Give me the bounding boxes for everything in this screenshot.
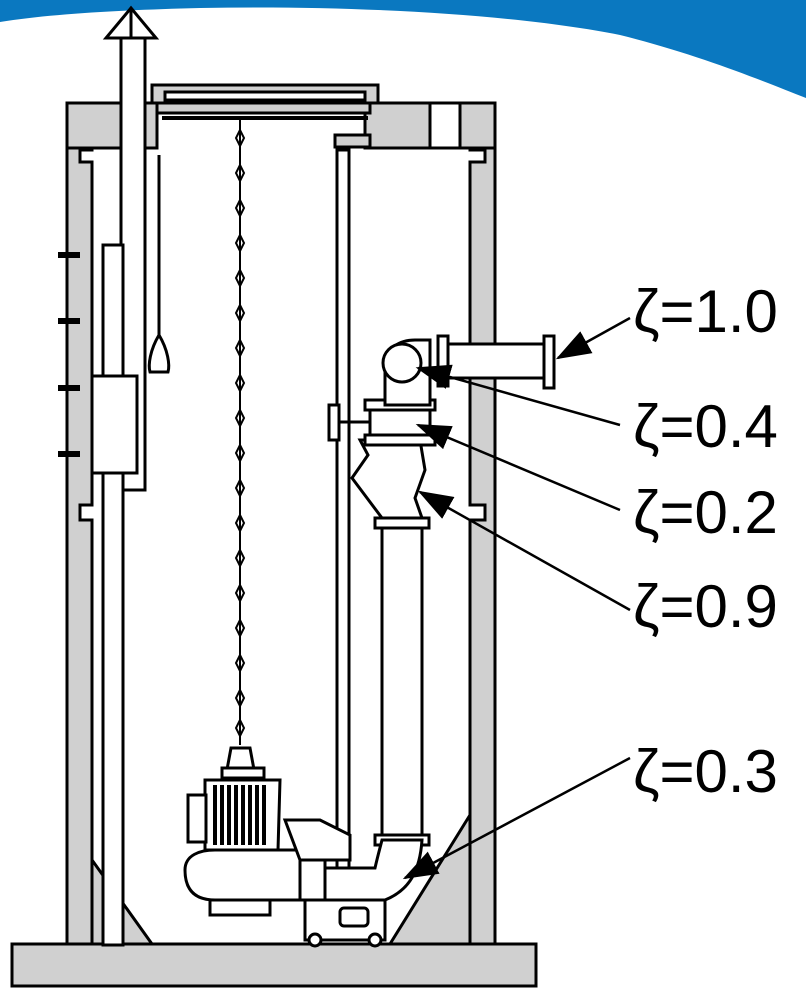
label-valve: ζ=0.2	[633, 479, 778, 546]
leader-bend	[415, 364, 621, 427]
motor-fins	[213, 785, 266, 845]
leader-check-valve	[417, 490, 631, 612]
ladder-rungs	[58, 252, 80, 457]
discharge-pipe	[327, 334, 556, 847]
label-duckfoot: ζ=0.3	[633, 738, 778, 805]
leader-duckfoot	[402, 756, 631, 880]
header-banner	[0, 0, 806, 98]
label-bend: ζ=0.4	[633, 393, 778, 460]
leader-lines	[402, 316, 631, 880]
access-cover	[150, 83, 380, 149]
guide-rail	[335, 148, 351, 872]
leader-valve	[415, 423, 621, 512]
label-check-valve: ζ=0.9	[633, 573, 778, 640]
label-outlet: ζ=1.0	[633, 278, 778, 345]
float-switch	[147, 155, 171, 374]
leader-outlet	[555, 316, 631, 360]
inlet-box	[90, 374, 139, 475]
lifting-chain	[234, 120, 246, 745]
